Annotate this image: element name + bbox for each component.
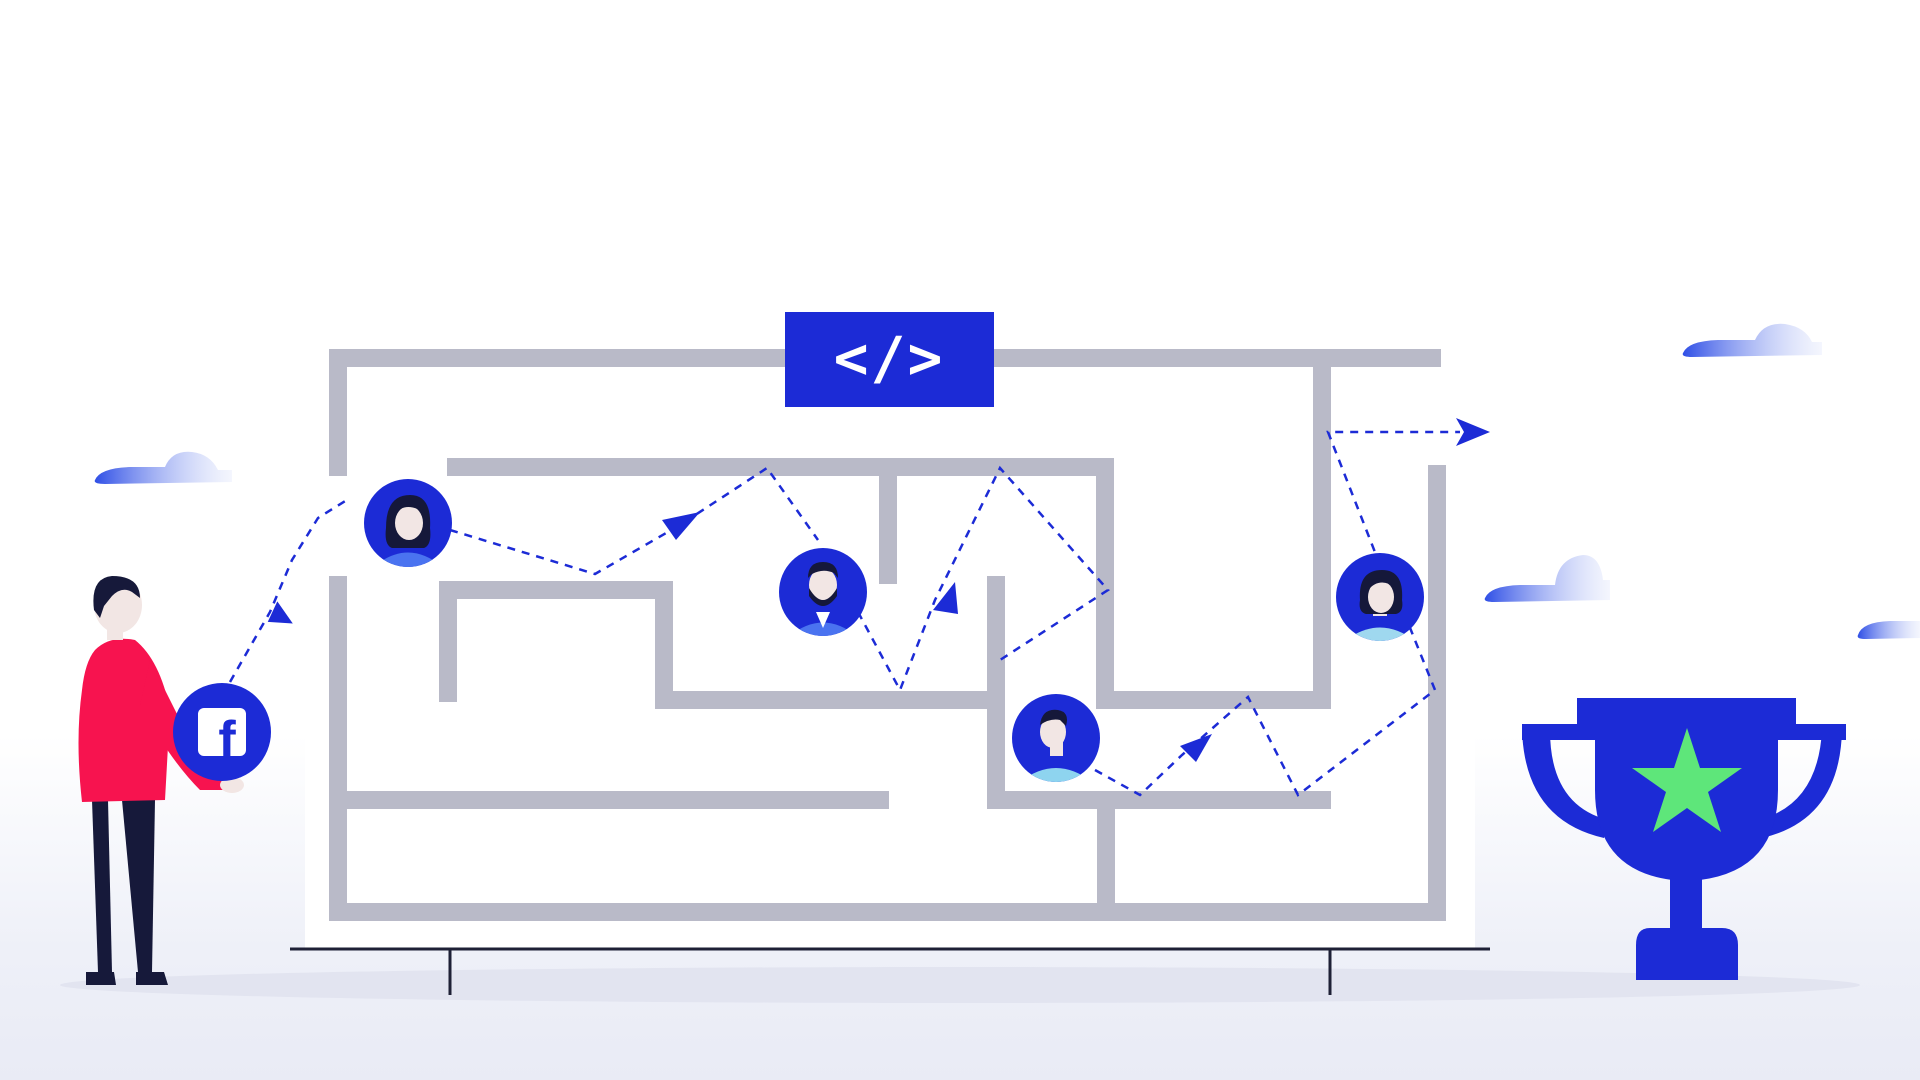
facebook-letter: f (218, 711, 236, 769)
arrow-icon (267, 601, 293, 624)
journey-path (228, 430, 1460, 797)
code-badge-label: </> (834, 324, 945, 392)
facebook-icon: f (173, 683, 271, 781)
trophy-icon (1522, 698, 1846, 980)
person-figure (78, 576, 244, 985)
cloud-icon (1484, 555, 1610, 602)
arrow-icon (933, 582, 958, 614)
arrow-icon (1180, 734, 1212, 762)
user-avatar-icon (1012, 694, 1100, 782)
arrow-icon (1456, 418, 1490, 446)
code-icon: </> (785, 312, 994, 407)
user-avatar-icon (1336, 553, 1424, 641)
maze-board (305, 330, 1475, 950)
cloud-icon (94, 451, 232, 484)
star-icon (1632, 728, 1742, 832)
user-avatar-icon (779, 548, 867, 636)
user-avatar-icon (364, 479, 452, 567)
cloud-icon (1857, 621, 1920, 639)
cloud-icon (1682, 323, 1822, 357)
maze-walls (329, 349, 1446, 921)
floor-shadow (60, 967, 1860, 1003)
arrow-icon (662, 512, 700, 540)
